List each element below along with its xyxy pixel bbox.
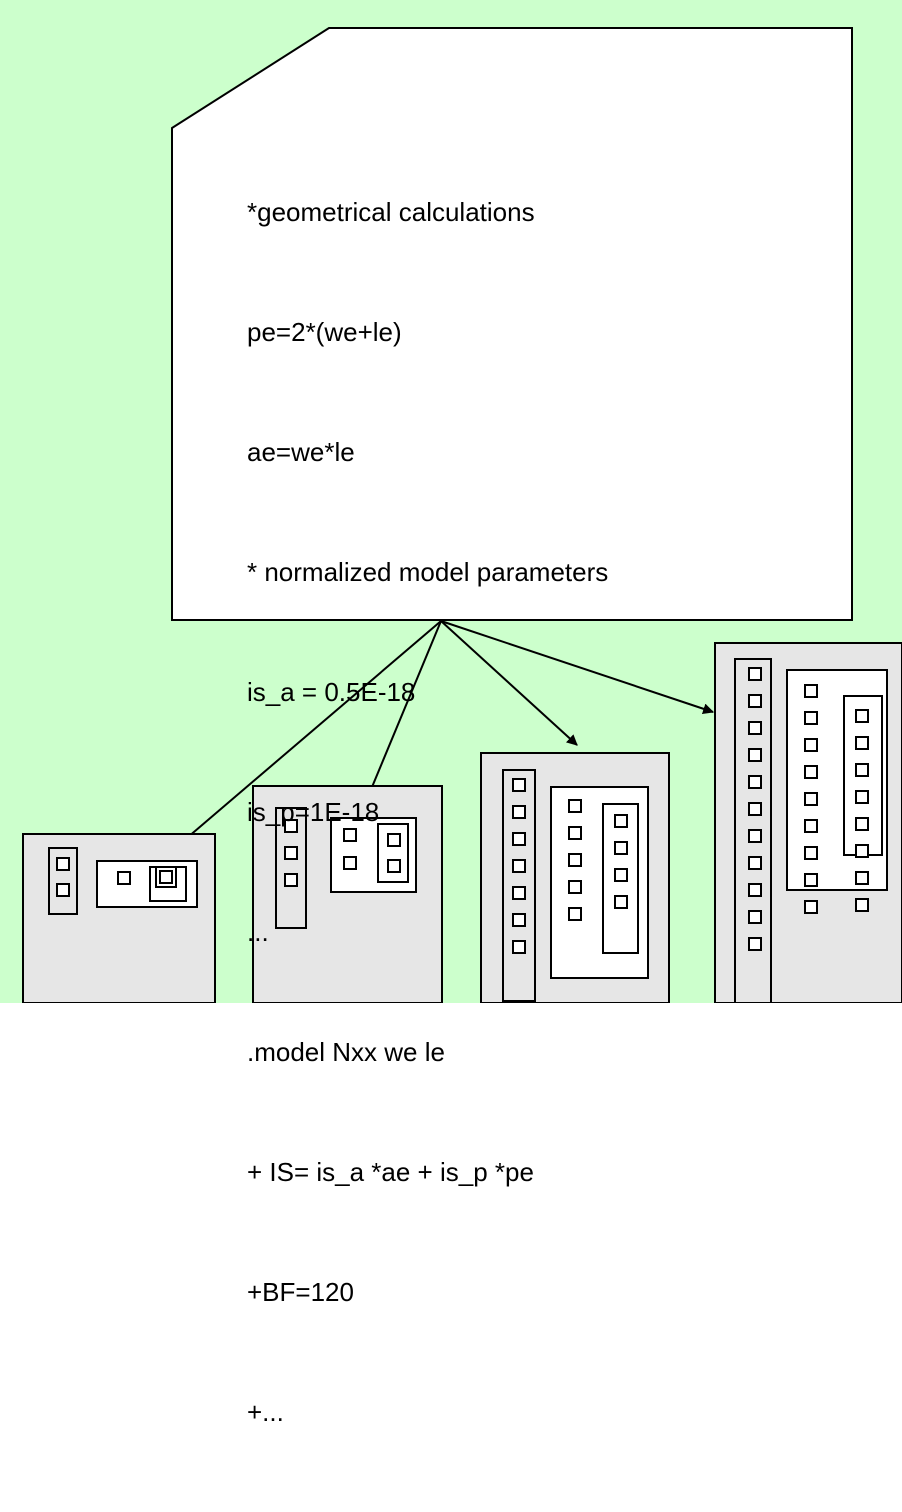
contact-square — [284, 873, 298, 887]
note-line: .model Nxx we le — [247, 1037, 445, 1067]
left-contact-bar — [502, 769, 536, 1002]
contact-square — [748, 910, 762, 924]
left-contact-bar — [48, 847, 78, 915]
contact-square — [343, 856, 357, 870]
right-contact-bar — [377, 823, 409, 883]
contact-square — [855, 790, 869, 804]
device-large — [714, 642, 902, 1003]
contact-square — [855, 709, 869, 723]
contact-square — [568, 826, 582, 840]
note-line: is_a = 0.5E-18 — [247, 677, 416, 707]
contact-square — [614, 895, 628, 909]
contact-square — [748, 667, 762, 681]
contact-square — [804, 846, 818, 860]
contact-square — [568, 907, 582, 921]
middle-region — [96, 860, 198, 908]
scaling-diagram — [0, 0, 902, 1003]
contact-square — [855, 871, 869, 885]
contact-square — [512, 778, 526, 792]
contact-square — [614, 841, 628, 855]
contact-square — [855, 736, 869, 750]
contact-square — [159, 870, 173, 884]
contact-square — [804, 738, 818, 752]
note-line: + IS= is_a *ae + is_p *pe — [247, 1157, 534, 1187]
device-small — [252, 785, 443, 1003]
contact-square — [804, 684, 818, 698]
scaling-arrow — [440, 620, 578, 746]
contact-square — [855, 817, 869, 831]
contact-square — [387, 833, 401, 847]
contact-square — [614, 814, 628, 828]
contact-square — [804, 819, 818, 833]
note-line: ... — [247, 917, 269, 947]
diagram-canvas: *geometrical calculations pe=2*(we+le) a… — [0, 0, 902, 1427]
contact-square — [512, 805, 526, 819]
model-note-text: *geometrical calculations pe=2*(we+le) a… — [247, 112, 608, 1512]
right-contact-bar — [602, 803, 639, 954]
contact-square — [804, 900, 818, 914]
middle-region — [550, 786, 649, 979]
middle-region — [786, 669, 888, 891]
model-note-shape — [171, 27, 853, 621]
contact-square — [855, 763, 869, 777]
contact-square — [284, 846, 298, 860]
contact-square — [512, 940, 526, 954]
contact-square — [855, 844, 869, 858]
contact-square — [568, 799, 582, 813]
note-line: ae=we*le — [247, 437, 355, 467]
contact-square — [284, 819, 298, 833]
note-line: +BF=120 — [247, 1277, 354, 1307]
contact-square — [748, 937, 762, 951]
left-contact-bar — [734, 658, 772, 1003]
devices-group — [22, 642, 902, 1003]
contact-square — [748, 721, 762, 735]
contact-square — [568, 880, 582, 894]
contact-square — [804, 765, 818, 779]
scaling-arrow — [440, 620, 715, 715]
contact-square — [512, 886, 526, 900]
left-contact-bar — [275, 807, 307, 929]
contact-square — [117, 871, 131, 885]
contact-square — [855, 898, 869, 912]
contact-square — [155, 866, 177, 888]
contact-square — [748, 748, 762, 762]
contact-square — [804, 873, 818, 887]
contact-square — [748, 775, 762, 789]
contact-square — [343, 828, 357, 842]
contact-square — [387, 859, 401, 873]
contact-square — [748, 883, 762, 897]
note-line: +... — [247, 1397, 284, 1427]
contact-square — [748, 829, 762, 843]
note-line: pe=2*(we+le) — [247, 317, 402, 347]
contact-square — [512, 832, 526, 846]
device-outline — [22, 833, 216, 1003]
device-medium — [480, 752, 670, 1003]
contact-square — [56, 857, 70, 871]
note-line: *geometrical calculations — [247, 197, 535, 227]
contact-square — [614, 868, 628, 882]
contact-square — [804, 711, 818, 725]
contact-square — [804, 792, 818, 806]
contact-square — [748, 802, 762, 816]
device-smallest — [22, 833, 216, 1003]
contact-square — [748, 694, 762, 708]
contact-square — [512, 913, 526, 927]
contact-square — [568, 853, 582, 867]
contact-square — [56, 883, 70, 897]
note-line: * normalized model parameters — [247, 557, 609, 587]
note-line: is_p=1E-18 — [247, 797, 380, 827]
contact-square — [512, 859, 526, 873]
contact-square — [748, 856, 762, 870]
